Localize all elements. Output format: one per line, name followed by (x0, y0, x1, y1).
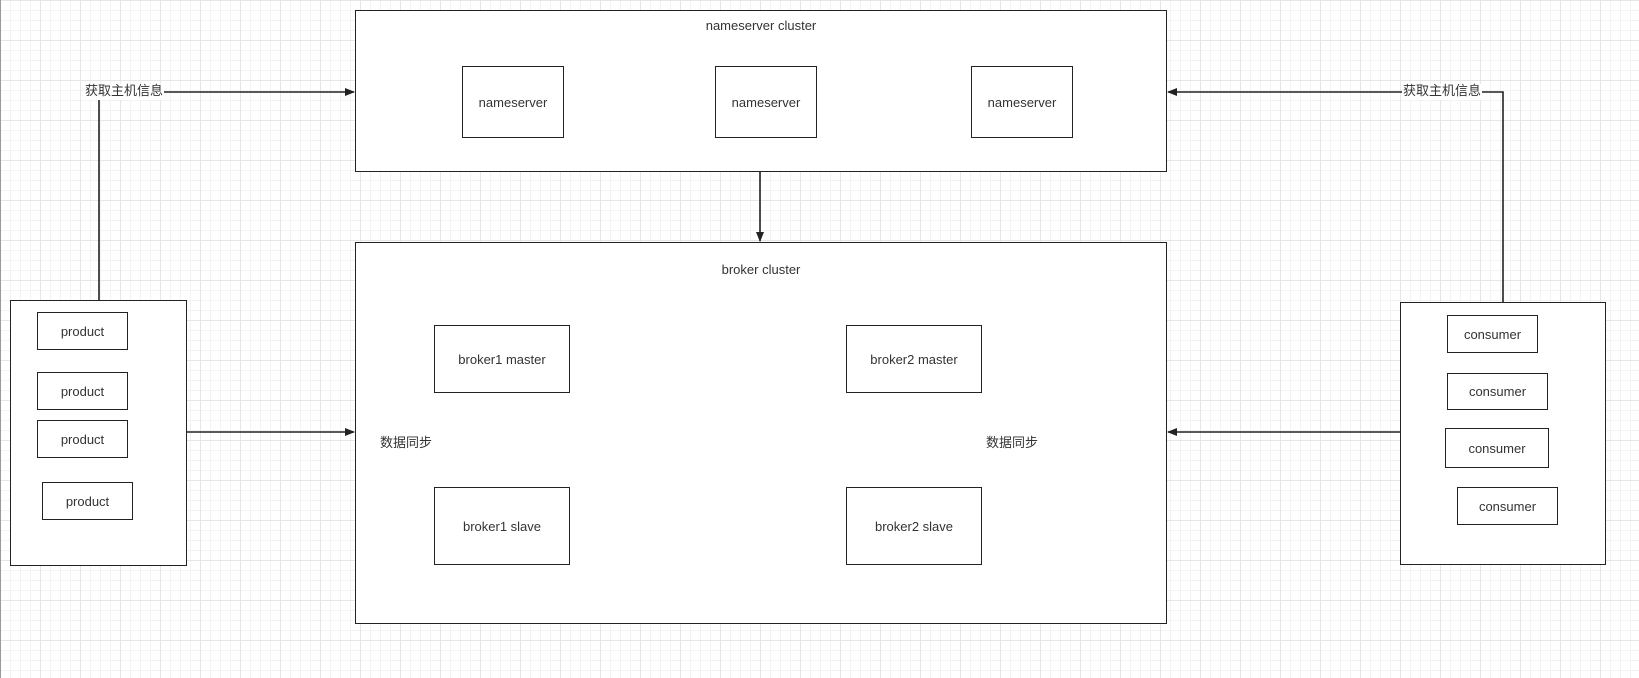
broker-cluster-title: broker cluster (721, 262, 801, 277)
broker-cluster[interactable]: broker cluster (355, 242, 1167, 624)
canvas-left-border (0, 0, 1, 678)
broker2-master[interactable]: broker2 master (846, 325, 982, 393)
nameserver-node-2[interactable]: nameserver (715, 66, 817, 138)
producer-node-1[interactable]: product (37, 312, 128, 350)
producer-node-3[interactable]: product (37, 420, 128, 458)
producer-lookup-label: 获取主机信息 (84, 84, 165, 100)
consumer-lookup-connector (1167, 88, 1504, 302)
producer-lookup-connector (98, 88, 355, 300)
consumer-node-2[interactable]: consumer (1447, 373, 1548, 410)
broker2-sync-label: 数据同步 (985, 436, 1040, 452)
broker1-sync-label: 数据同步 (379, 436, 434, 452)
nameserver-node-3[interactable]: nameserver (971, 66, 1073, 138)
nameserver-cluster-title: nameserver cluster (705, 18, 817, 33)
nameserver-node-1[interactable]: nameserver (462, 66, 564, 138)
consumer-lookup-label: 获取主机信息 (1402, 84, 1483, 100)
consumer-node-3[interactable]: consumer (1445, 428, 1549, 468)
producer-node-4[interactable]: product (42, 482, 133, 520)
consumer-node-4[interactable]: consumer (1457, 487, 1558, 525)
broker1-slave[interactable]: broker1 slave (434, 487, 570, 565)
consumer-node-1[interactable]: consumer (1447, 315, 1538, 353)
producer-node-2[interactable]: product (37, 372, 128, 410)
broker1-master[interactable]: broker1 master (434, 325, 570, 393)
broker2-slave[interactable]: broker2 slave (846, 487, 982, 565)
